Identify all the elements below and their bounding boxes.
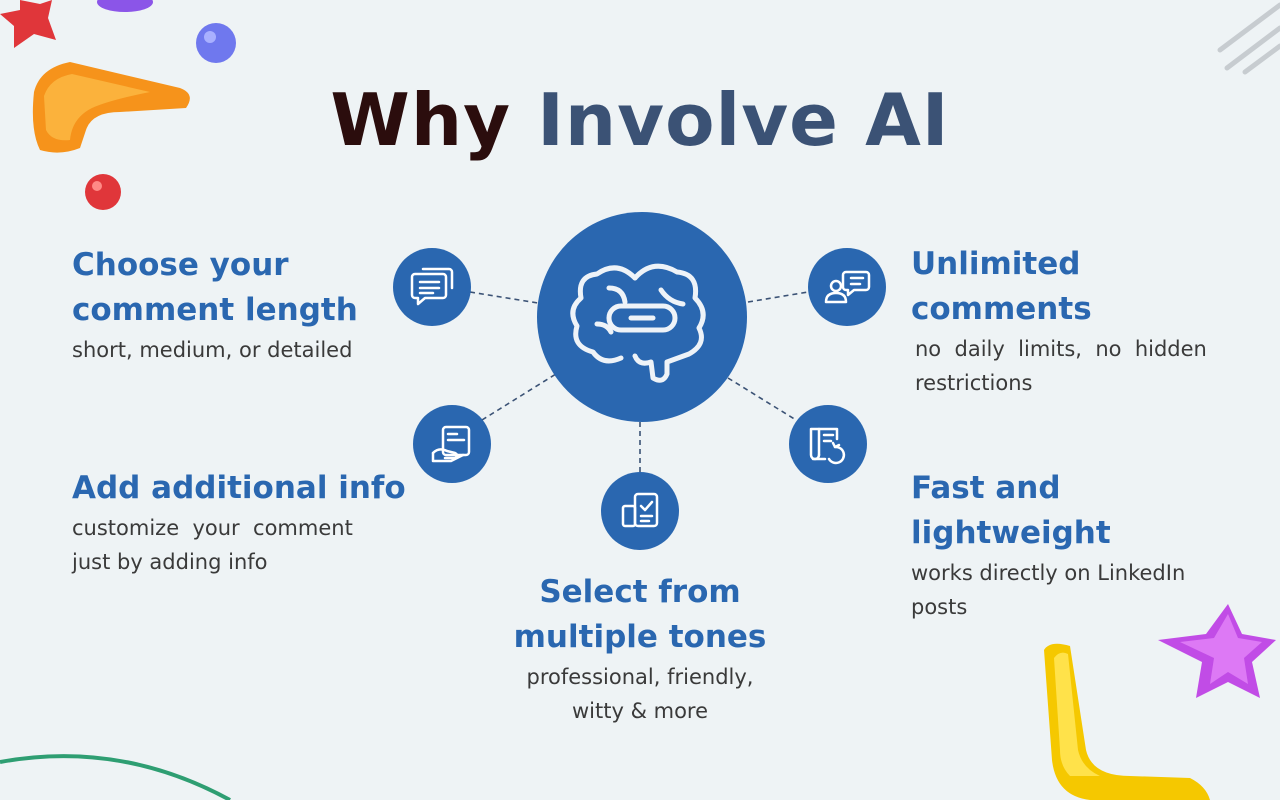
feature-description: no daily limits, no hidden [915,337,1207,361]
decor-hatch-top-right [1217,2,1280,75]
feature-description: professional, friendly, [526,665,754,689]
brain-hub [537,212,747,422]
node-unlimited [808,248,886,326]
feature-heading: Add additional info [72,470,406,506]
feature-additional-info: Add additional info customize your comme… [72,466,406,579]
purple-blob-decor [97,0,153,12]
feature-heading: Choose your [72,247,289,283]
decor-arc-bottom-left [0,754,231,800]
feature-description: restrictions [915,371,1033,395]
feature-description: just by adding info [72,550,268,574]
title-part-2: Involve AI [537,78,950,162]
feature-heading: comment length [72,292,358,328]
feature-heading: Select from [539,574,741,610]
page-title: Why Involve AI [0,78,1280,162]
red-star-decor [0,0,56,48]
feature-description: witty & more [571,699,709,723]
feature-description: works directly on LinkedIn [911,561,1186,585]
node-fast [789,405,867,483]
decor-shapes-top-left [0,0,236,210]
feature-fast: Fast and lightweight works directly on L… [911,466,1185,624]
feature-heading: comments [911,291,1092,327]
node-additional-info [413,405,491,483]
document-refresh-icon [809,427,846,465]
document-hand-icon [431,425,471,463]
node-comment-length [393,248,471,326]
feature-unlimited: Unlimited comments no daily limits, no h… [911,242,1207,400]
title-part-1: Why [330,78,512,162]
user-chat-icon [824,270,871,304]
feature-tones: Select from multiple tones professional,… [440,570,840,728]
decor-shapes-bottom-right [1044,604,1276,800]
feature-heading: Fast and [911,470,1061,506]
feature-description: customize your comment [72,516,353,540]
feature-heading: multiple tones [513,619,767,655]
node-tones [601,472,679,550]
feature-heading: Unlimited [911,246,1081,282]
feature-description: posts [911,595,968,619]
feature-description: short, medium, or detailed [72,338,353,362]
checklist-icon [621,492,659,528]
chat-bubbles-icon [410,267,454,306]
feature-heading: lightweight [911,515,1111,551]
feature-comment-length: Choose your comment length short, medium… [72,243,358,367]
yellow-ribbon-decor [1044,643,1210,800]
brain-icon [570,263,706,383]
